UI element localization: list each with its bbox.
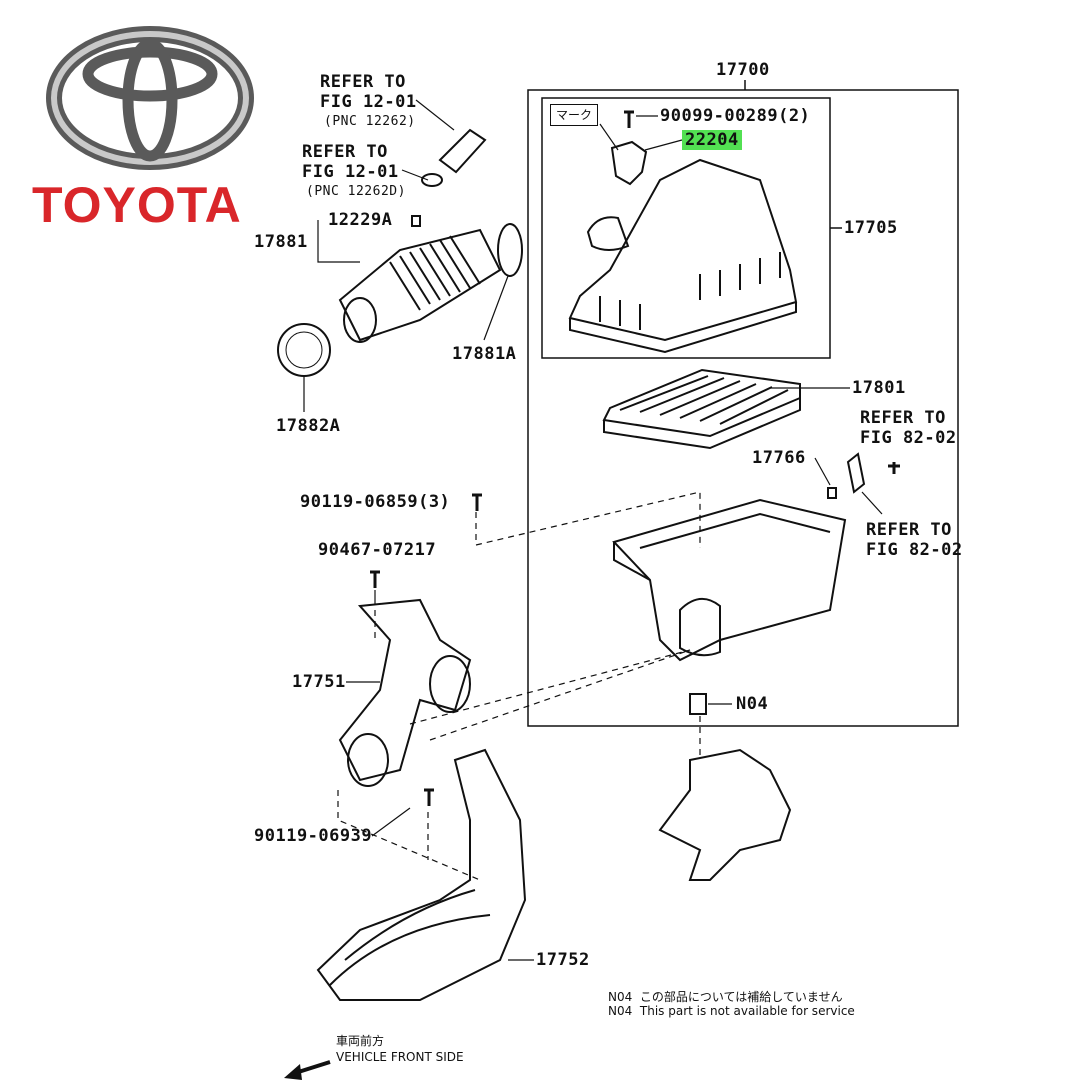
label-17881A: 17881A	[452, 344, 517, 364]
pnc-12262d-label: (PNC 12262D)	[306, 184, 406, 199]
toyota-emblem-icon	[46, 26, 254, 170]
label-22204-highlighted: 22204	[682, 130, 742, 150]
direction-en: VEHICLE FRONT SIDE	[336, 1050, 464, 1064]
note-code: N04	[608, 1004, 633, 1018]
label-17801: 17801	[852, 378, 906, 398]
note-code: N04	[608, 990, 633, 1004]
label-90099: 90099-00289(2)	[660, 106, 811, 126]
label-90467-07217: 90467-07217	[318, 540, 437, 560]
fig-82-02-label: FIG 82-02	[860, 428, 957, 448]
sensor-22204-shape	[610, 140, 648, 186]
label-N04: N04	[736, 694, 769, 714]
note-en: N04 This part is not available for servi…	[608, 1004, 855, 1018]
refer-to-label: REFER TO	[866, 520, 952, 540]
air-cleaner-cap	[568, 158, 798, 354]
note-en-text: This part is not available for service	[639, 1004, 855, 1018]
air-cleaner-case	[612, 498, 847, 662]
label-17752: 17752	[536, 950, 590, 970]
note-jp-text: この部品については補給していません	[639, 990, 843, 1004]
intake-duct-17751	[338, 598, 472, 787]
refer-to-label: REFER TO	[860, 408, 946, 428]
label-17882A: 17882A	[276, 416, 341, 436]
direction-jp: 車両前方	[336, 1034, 385, 1048]
air-filter	[602, 368, 801, 450]
assembly-frame	[527, 89, 959, 727]
intake-hose	[338, 228, 502, 343]
label-12229A: 12229A	[328, 210, 393, 230]
label-90119-06859: 90119-06859(3)	[300, 492, 451, 512]
note-jp: N04 この部品については補給していません	[608, 988, 843, 1005]
mark-label: マーク	[550, 104, 598, 126]
label-17766: 17766	[752, 448, 806, 468]
intake-duct-17752	[316, 748, 527, 1001]
refer-to-label: REFER TO	[320, 72, 406, 92]
fig-12-01-label: FIG 12-01	[302, 162, 399, 182]
fig-82-02-label: FIG 82-02	[866, 540, 963, 560]
label-17881: 17881	[254, 232, 308, 252]
label-17700: 17700	[716, 60, 770, 80]
label-17751: 17751	[292, 672, 346, 692]
mount-bracket	[658, 748, 792, 881]
label-90119-06939: 90119-06939	[254, 826, 373, 846]
refer-to-label: REFER TO	[302, 142, 388, 162]
brand-name: TOYOTA	[32, 177, 242, 233]
pnc-12262-label: (PNC 12262)	[324, 114, 416, 129]
fig-12-01-label: FIG 12-01	[320, 92, 417, 112]
label-17705: 17705	[844, 218, 898, 238]
